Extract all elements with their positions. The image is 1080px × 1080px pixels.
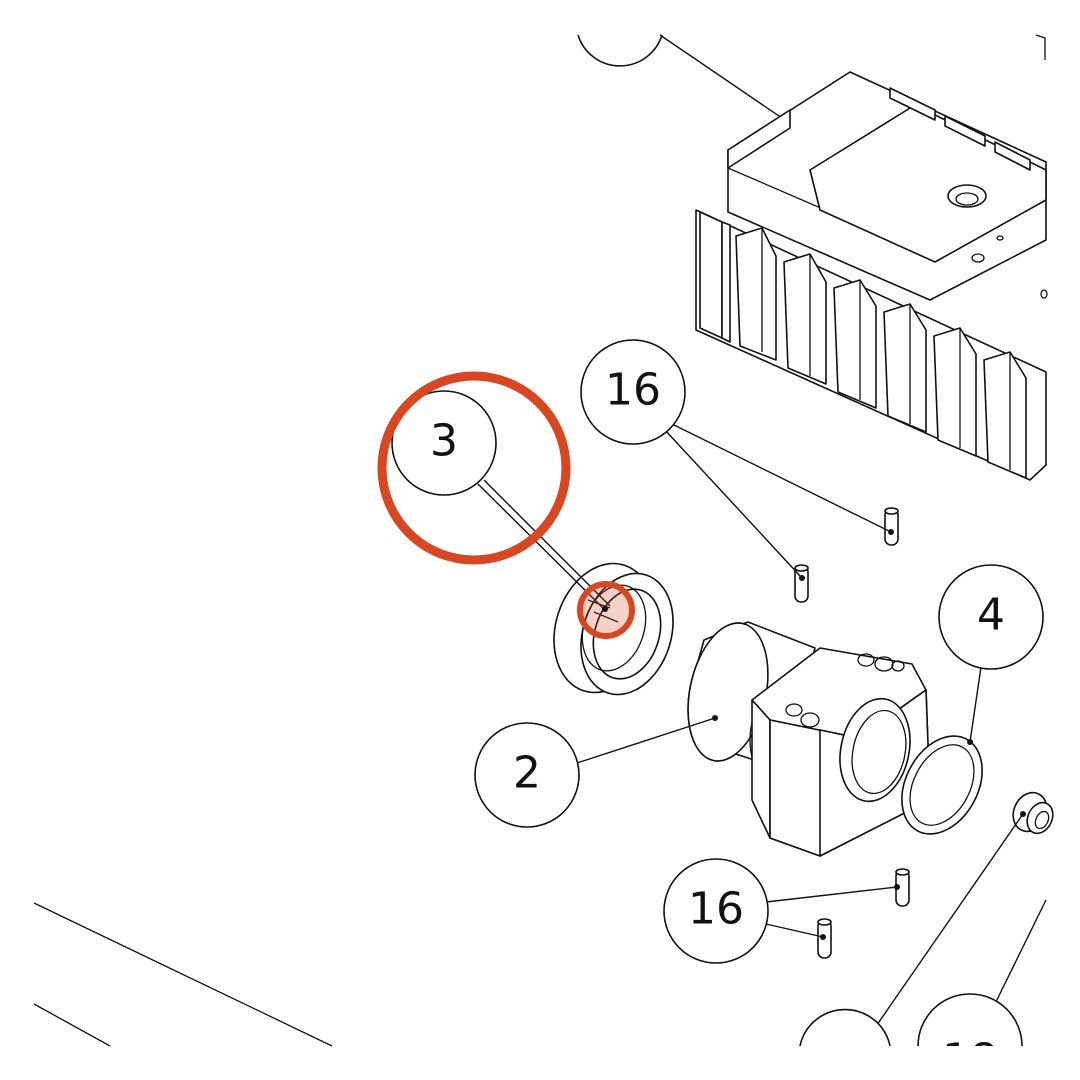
callout-16-lower-label: 16 [688,884,744,935]
highlight-callout-3 [377,371,635,639]
callout-2-label: 2 [513,748,541,799]
pin [794,564,809,603]
pin [817,918,832,959]
pin [894,868,910,907]
callout-16-upper-label: 16 [605,365,661,416]
callout-4-label: 4 [977,590,1005,641]
highlight-ring [377,371,571,565]
callout-2: 2 [474,722,580,828]
callout-16-upper: 16 [580,339,686,445]
callout-bottom-left [799,1008,891,1047]
bearing-block [687,621,931,857]
heatsink-housing [695,71,1048,481]
leader-lines [477,423,1047,1033]
sleeve [1012,791,1054,835]
callout-4: 4 [938,564,1044,670]
callout-18: 18 [917,993,1023,1080]
callout-16-lower: 16 [663,858,769,964]
callout-3-label: 3 [430,416,458,467]
callout-3: 3 [391,390,497,496]
callout-18-label: 18 [942,1035,998,1080]
pin [884,507,899,546]
o-ring [901,735,983,835]
background-lines [33,902,333,1047]
